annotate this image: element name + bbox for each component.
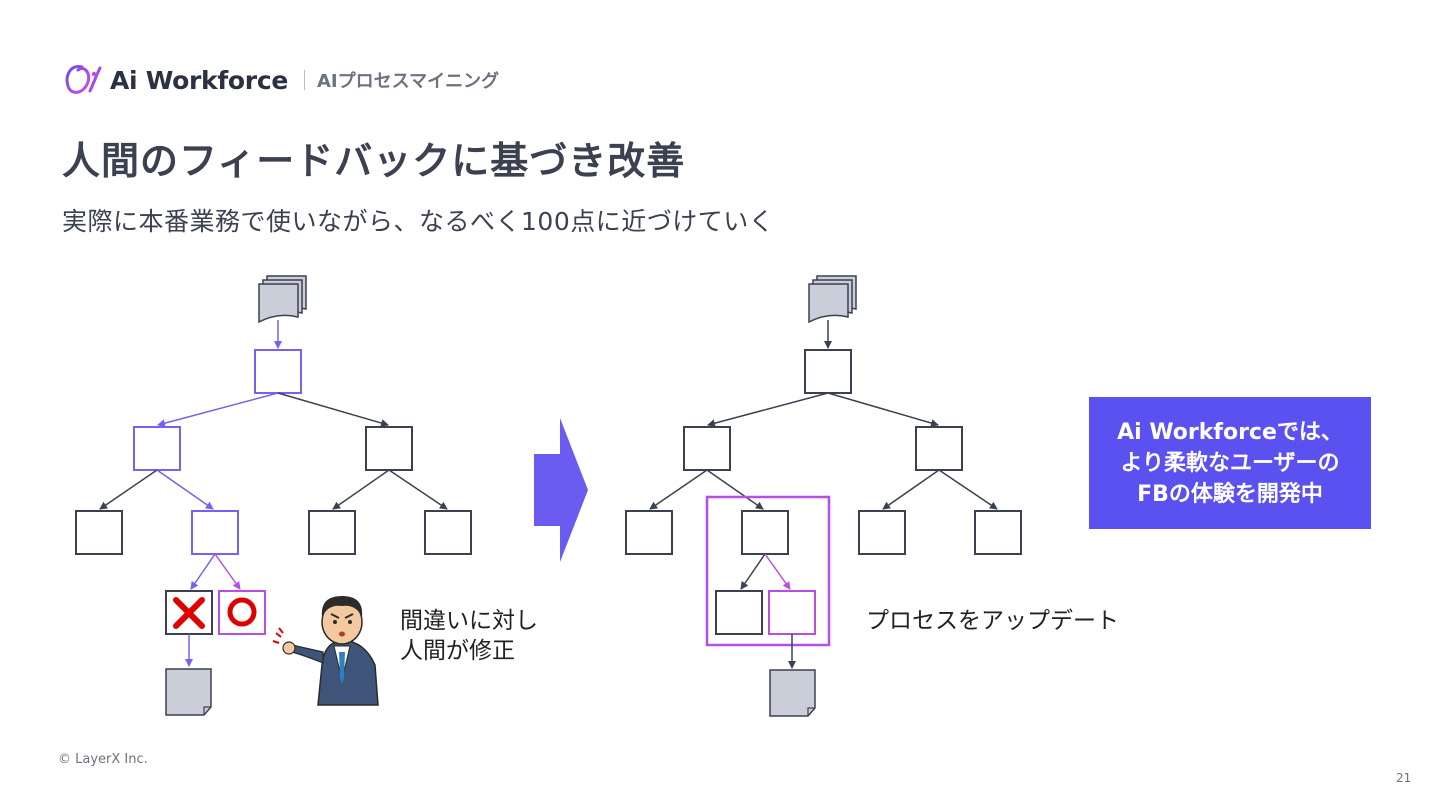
tree-node xyxy=(974,510,1022,555)
page-number: 21 xyxy=(1396,771,1412,785)
edge xyxy=(190,553,216,590)
edge xyxy=(214,553,241,590)
edge xyxy=(882,469,940,510)
document-stack-icon xyxy=(808,275,857,324)
edge xyxy=(707,392,829,428)
header-separator xyxy=(304,70,305,90)
tree-node xyxy=(625,510,673,555)
edge xyxy=(99,469,158,510)
tree-node xyxy=(365,426,413,471)
tree-node xyxy=(424,510,472,555)
tree-node xyxy=(308,510,356,555)
tree-node xyxy=(915,426,963,471)
right-caption: プロセスをアップデート xyxy=(866,608,1119,634)
edge xyxy=(706,469,764,510)
header: Ai Workforce AIプロセスマイニング xyxy=(64,60,499,100)
circle-mark-icon xyxy=(227,597,257,627)
left-caption-line: 人間が修正 xyxy=(400,638,515,664)
callout-line: Ai Workforceでは、 xyxy=(1117,419,1343,445)
edge xyxy=(649,469,708,510)
updated-region-highlight xyxy=(705,495,831,647)
right-arrow-icon xyxy=(534,418,588,562)
tree-node xyxy=(804,349,852,394)
document-icon xyxy=(165,668,212,716)
correct-node xyxy=(218,590,266,635)
left-caption-line: 間違いに対し xyxy=(400,608,538,634)
tree-node xyxy=(858,510,906,555)
edge xyxy=(827,392,939,427)
edge xyxy=(157,392,279,428)
pointing-businessman-icon xyxy=(272,596,379,706)
edge xyxy=(388,469,448,510)
copyright: © LayerX Inc. xyxy=(58,752,148,767)
tree-node xyxy=(133,426,181,471)
left-caption: 間違いに対し 人間が修正 xyxy=(400,606,538,666)
section-label: AIプロセスマイニング xyxy=(317,71,500,92)
tree-node xyxy=(768,590,816,635)
tree-node xyxy=(75,510,123,555)
edge xyxy=(938,469,998,510)
document-stack-icon xyxy=(258,275,307,324)
ai-workforce-logo-icon xyxy=(65,65,102,94)
callout-box: Ai Workforceでは、 より柔軟なユーザーの FBの体験を開発中 xyxy=(1089,397,1371,529)
page-title: 人間のフィードバックに基づき改善 xyxy=(62,139,686,183)
edge xyxy=(764,553,791,590)
tree-node xyxy=(683,426,731,471)
edge xyxy=(277,392,389,427)
edge xyxy=(332,469,390,510)
brand-name: Ai Workforce xyxy=(110,65,288,95)
edge xyxy=(156,469,214,510)
callout-line: より柔軟なユーザーの xyxy=(1120,450,1340,476)
callout-line: FBの体験を開発中 xyxy=(1137,481,1323,507)
tree-node xyxy=(741,510,789,555)
tree-node xyxy=(191,510,239,555)
edge xyxy=(740,553,766,590)
cross-mark-icon xyxy=(173,597,205,629)
tree-node xyxy=(715,590,763,635)
document-icon xyxy=(769,669,816,717)
tree-node xyxy=(254,349,302,394)
page-subtitle: 実際に本番業務で使いながら、なるべく100点に近づけていく xyxy=(62,207,775,236)
